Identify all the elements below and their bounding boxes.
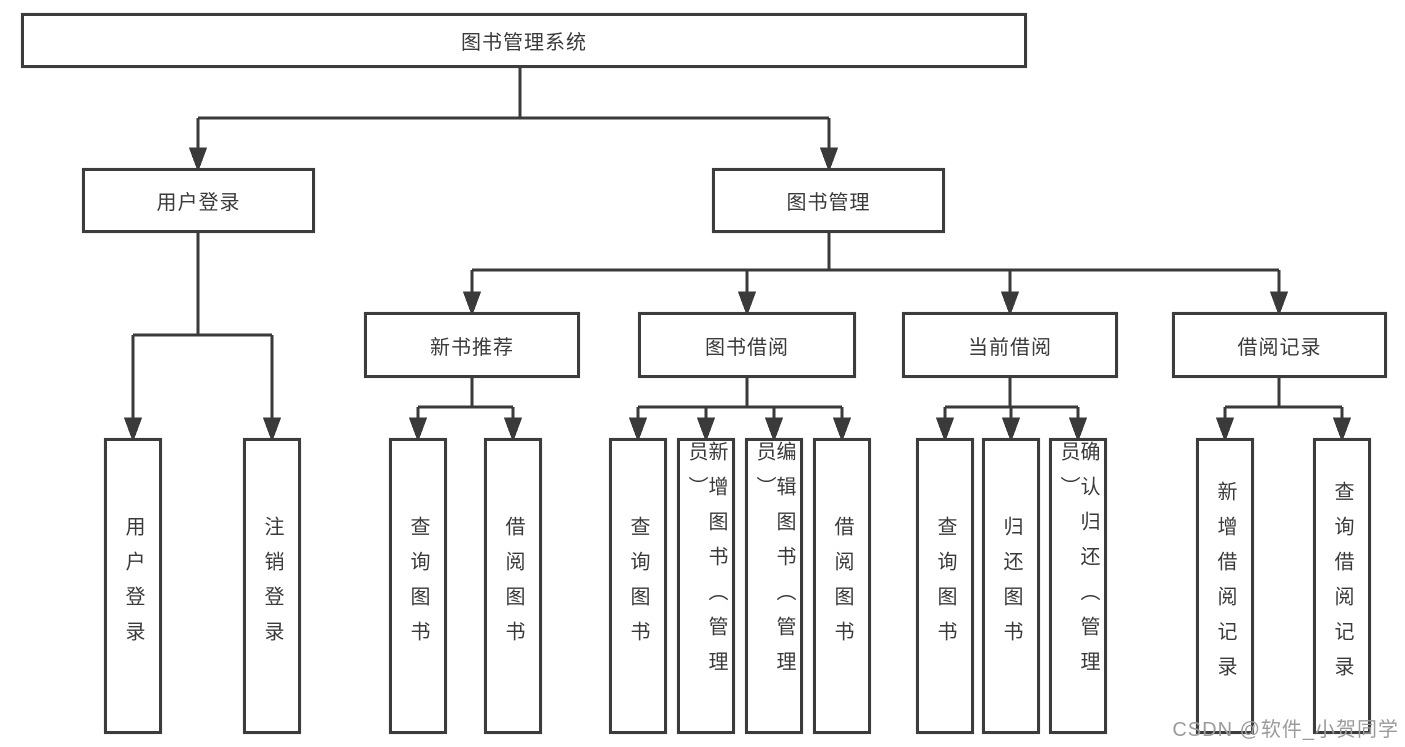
node-label: 查询图书: [407, 516, 429, 656]
arrowhead-icon: [262, 417, 282, 443]
arrowhead-icon: [1215, 417, 1235, 443]
connector-borrow-records-children: [1215, 378, 1352, 443]
arrowhead-icon: [1332, 417, 1352, 443]
node-label: 用户登录: [156, 192, 241, 214]
node-label: 新书推荐: [430, 336, 514, 359]
csdn-watermark: CSDN @软件_小贺同学: [1172, 719, 1399, 741]
leaf-add-books-admin: 新增图书（管理员）: [677, 438, 735, 734]
node-label: 借阅记录: [1237, 336, 1322, 359]
node-label: 用户登录: [122, 516, 144, 656]
arrowhead-icon: [1068, 417, 1088, 443]
arrowhead-icon: [503, 417, 523, 443]
arrowhead-icon: [123, 417, 143, 443]
arrowhead-icon: [1269, 291, 1289, 317]
node-book-borrow: 图书借阅: [638, 312, 856, 378]
arrowhead-icon: [832, 417, 852, 443]
node-label: 查询借阅记录: [1331, 481, 1353, 691]
node-label: 图书借阅: [705, 336, 789, 359]
node-label: 新增借阅记录: [1214, 481, 1236, 691]
node-label: 查询图书: [627, 516, 649, 656]
node-label: 图书管理系统: [461, 32, 587, 54]
leaf-add-borrow-record: 新增借阅记录: [1196, 438, 1254, 734]
node-label: 确认归还（管理员）: [1057, 441, 1099, 686]
node-borrow-records: 借阅记录: [1172, 312, 1387, 378]
arrowhead-icon: [737, 291, 757, 317]
node-book-management: 图书管理: [712, 168, 945, 233]
arrowhead-icon: [935, 417, 955, 443]
leaf-borrow-books-recommend: 借阅图书: [484, 438, 542, 734]
arrowhead-icon: [408, 417, 428, 443]
node-label: 图书管理: [786, 192, 871, 214]
leaf-query-books-current: 查询图书: [916, 438, 974, 734]
node-current-borrow: 当前借阅: [902, 312, 1118, 378]
node-label: 新增图书（管理员）: [685, 441, 727, 686]
node-new-book-recommend: 新书推荐: [364, 312, 580, 378]
node-library-system: 图书管理系统: [21, 13, 1027, 68]
arrowhead-icon: [696, 417, 716, 443]
node-user-login: 用户登录: [82, 168, 315, 233]
leaf-query-borrow-record: 查询借阅记录: [1313, 438, 1371, 734]
node-label: 借阅图书: [831, 516, 853, 656]
connector-user-login-children: [123, 233, 282, 443]
connector-new-book-children: [408, 378, 523, 443]
arrowhead-icon: [764, 417, 784, 443]
node-label: 注销登录: [261, 516, 283, 656]
connector-root-to-level2: [188, 68, 839, 173]
arrowhead-icon: [188, 147, 208, 173]
leaf-query-books-recommend: 查询图书: [389, 438, 447, 734]
leaf-return-books: 归还图书: [982, 438, 1040, 734]
leaf-query-books-borrow: 查询图书: [609, 438, 667, 734]
node-label: 查询图书: [934, 516, 956, 656]
leaf-logout: 注销登录: [243, 438, 301, 734]
connector-current-borrow-children: [935, 378, 1088, 443]
arrowhead-icon: [628, 417, 648, 443]
arrowhead-icon: [462, 291, 482, 317]
node-label: 借阅图书: [502, 516, 524, 656]
connector-book-management-children: [462, 233, 1289, 317]
leaf-edit-books-admin: 编辑图书（管理员）: [745, 438, 803, 734]
arrowhead-icon: [1000, 291, 1020, 317]
node-label: 当前借阅: [968, 336, 1052, 359]
arrowhead-icon: [1001, 417, 1021, 443]
node-label: 归还图书: [1000, 516, 1022, 656]
leaf-user-login: 用户登录: [104, 438, 162, 734]
leaf-confirm-return-admin: 确认归还（管理员）: [1049, 438, 1107, 734]
arrowhead-icon: [819, 147, 839, 173]
node-label: 编辑图书（管理员）: [753, 441, 795, 686]
leaf-borrow-books: 借阅图书: [813, 438, 871, 734]
connector-book-borrow-children: [628, 378, 852, 443]
